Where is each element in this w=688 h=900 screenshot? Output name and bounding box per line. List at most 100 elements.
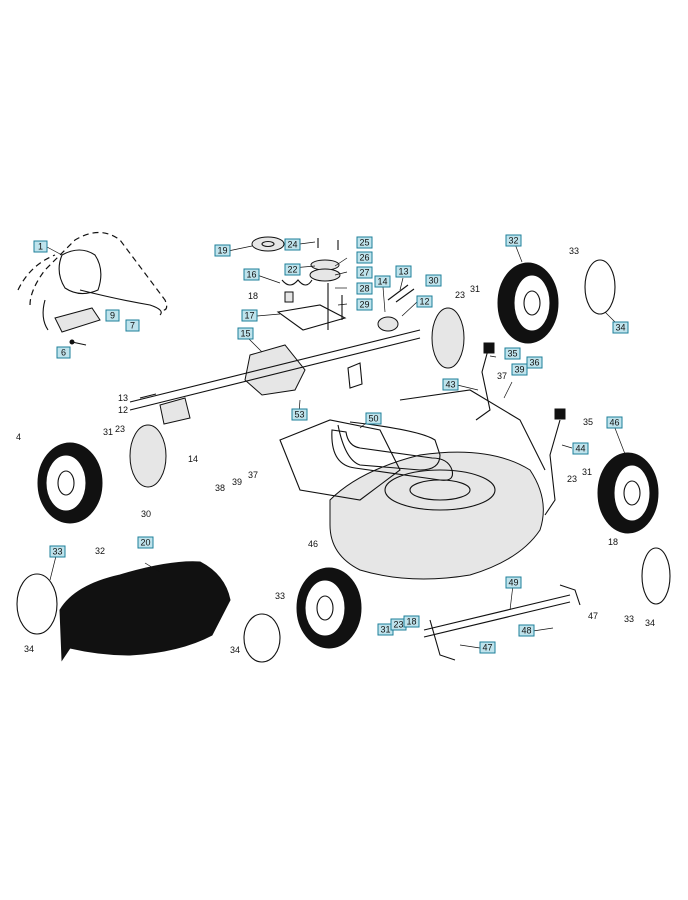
callout-12-lower: 12 <box>118 405 128 415</box>
callout-labels: 1 9 7 6 19 24 25 22 26 27 28 29 16 18 17… <box>24 234 655 655</box>
svg-text:29: 29 <box>359 300 369 310</box>
callout-43: 43 <box>442 378 459 391</box>
hub-cap-bottom-right <box>641 547 671 605</box>
callout-35-lower: 35 <box>583 417 593 427</box>
callout-17: 17 <box>241 309 258 322</box>
svg-text:17: 17 <box>244 311 254 321</box>
callout-44: 44 <box>572 442 589 455</box>
callout-47-lower: 47 <box>479 641 496 654</box>
svg-text:9: 9 <box>110 311 115 321</box>
callout-23-left: 23 <box>115 424 125 434</box>
svg-text:36: 36 <box>529 358 539 368</box>
callout-33-left: 33 <box>49 545 66 558</box>
callout-14-upper: 14 <box>374 275 391 288</box>
svg-text:53: 53 <box>294 410 304 420</box>
svg-text:44: 44 <box>575 444 585 454</box>
callout-35-upper: 35 <box>504 347 521 360</box>
callout-23-upper: 23 <box>455 290 465 300</box>
callout-1: 1 <box>33 240 48 253</box>
page-marker: 4 <box>16 432 21 442</box>
callout-19: 19 <box>214 244 231 257</box>
callout-28: 28 <box>356 282 373 295</box>
callout-32-upper: 32 <box>505 234 522 247</box>
callout-37-upper: 37 <box>497 371 507 381</box>
callout-30-lower: 30 <box>141 509 151 519</box>
handle-assembly <box>17 231 168 346</box>
callout-48: 48 <box>518 624 535 637</box>
callout-30-upper: 30 <box>425 274 442 287</box>
callout-37-lower: 37 <box>248 470 258 480</box>
callout-47-right: 47 <box>588 611 598 621</box>
callout-33-upper: 33 <box>569 246 579 256</box>
svg-text:16: 16 <box>246 270 256 280</box>
svg-text:43: 43 <box>445 380 455 390</box>
callout-46-lower: 46 <box>308 539 318 549</box>
callout-18-bottom: 18 <box>403 615 420 628</box>
rear-linkage <box>423 594 571 631</box>
callout-20: 20 <box>137 536 154 549</box>
svg-text:1: 1 <box>38 242 43 252</box>
svg-text:19: 19 <box>217 246 227 256</box>
callout-16: 16 <box>243 268 260 281</box>
callout-29: 29 <box>356 298 373 311</box>
callout-18-right: 18 <box>608 537 618 547</box>
svg-text:30: 30 <box>428 276 438 286</box>
svg-text:28: 28 <box>359 284 369 294</box>
callout-25: 25 <box>356 236 373 249</box>
svg-text:22: 22 <box>287 265 297 275</box>
svg-text:47: 47 <box>482 643 492 653</box>
callout-26: 26 <box>356 251 373 264</box>
svg-text:35: 35 <box>507 349 517 359</box>
callout-22: 22 <box>284 263 301 276</box>
callout-39-lower: 39 <box>232 477 242 487</box>
svg-text:48: 48 <box>521 626 531 636</box>
height-lever-upper <box>475 349 491 421</box>
callout-31-right: 31 <box>582 467 592 477</box>
wheel-front-left <box>37 442 103 524</box>
hub-disc-left <box>129 424 167 488</box>
svg-text:31: 31 <box>380 625 390 635</box>
callout-31-left: 31 <box>103 427 113 437</box>
callout-46-upper: 46 <box>606 416 623 429</box>
callout-18-upper: 18 <box>248 291 258 301</box>
svg-text:18: 18 <box>406 617 416 627</box>
callout-31-upper: 31 <box>470 284 480 294</box>
callout-7: 7 <box>125 319 140 332</box>
svg-text:25: 25 <box>359 238 369 248</box>
callout-27: 27 <box>356 266 373 279</box>
svg-text:46: 46 <box>609 418 619 428</box>
callout-13-upper: 13 <box>395 265 412 278</box>
callout-50: 50 <box>365 412 382 425</box>
hub-disc-right <box>431 307 465 369</box>
callout-23-right: 23 <box>567 474 577 484</box>
callout-49: 49 <box>505 576 522 589</box>
lever-knob-lower <box>554 408 566 420</box>
callout-34-center: 34 <box>230 645 240 655</box>
svg-text:12: 12 <box>419 297 429 307</box>
drive-belt <box>331 429 454 481</box>
callout-53: 53 <box>291 408 308 421</box>
callout-13-lower: 13 <box>118 393 128 403</box>
svg-text:27: 27 <box>359 268 369 278</box>
callout-6: 6 <box>56 346 71 359</box>
callout-36: 36 <box>526 356 543 369</box>
wheel-rear-right <box>497 262 559 344</box>
drive-axle <box>129 316 421 425</box>
callout-9: 9 <box>105 309 120 322</box>
pulley-stack <box>251 236 415 331</box>
lever-knob-upper <box>483 342 495 354</box>
hub-cap-bottom-center <box>243 613 281 663</box>
wheel-front-center <box>296 567 362 649</box>
callout-24: 24 <box>284 238 301 251</box>
svg-text:23: 23 <box>393 620 403 630</box>
callout-12-upper: 12 <box>416 295 433 308</box>
svg-text:6: 6 <box>61 348 66 358</box>
callout-38: 38 <box>215 483 225 493</box>
svg-text:32: 32 <box>508 236 518 246</box>
svg-text:34: 34 <box>615 323 625 333</box>
hub-cap-bottom-left <box>16 573 58 635</box>
callout-33-center: 33 <box>275 591 285 601</box>
callout-15: 15 <box>237 327 254 340</box>
svg-text:20: 20 <box>140 538 150 548</box>
